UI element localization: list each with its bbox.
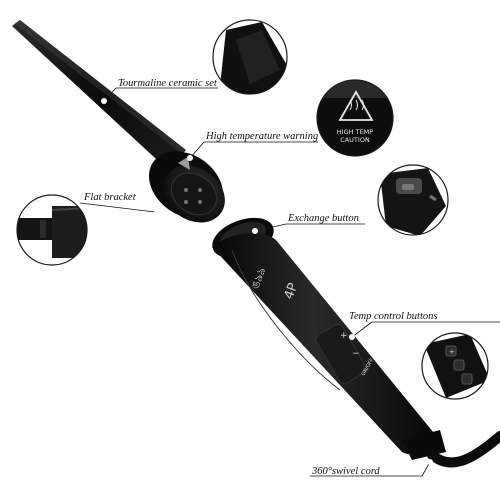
detail-circle-bracket	[16, 194, 88, 266]
label-temp-control: Temp control buttons	[349, 311, 438, 322]
warning-text-line1: HIGH TEMP	[337, 128, 373, 136]
detail-circle-exchange	[377, 164, 449, 236]
detail-circle-warning: HIGH TEMP CAUTION	[316, 79, 394, 157]
label-swivel-cord: 360°swivel cord	[312, 466, 380, 477]
flat-bracket-callout-dot	[154, 210, 160, 216]
model-label: 4P	[282, 281, 302, 301]
exchange-callout-dot	[252, 228, 258, 234]
swivel-callout-dot	[427, 459, 433, 465]
tourmaline-callout-dot	[101, 98, 107, 104]
high-temp-callout-dot	[187, 155, 193, 161]
temp-control-callout-dot	[349, 334, 355, 340]
plus-button[interactable]: +	[340, 331, 348, 341]
minus-button[interactable]: −	[352, 349, 360, 359]
curling-wand-handle: ঙ৯৯ 4P + − ON/OFF	[212, 217, 446, 460]
label-high-temp-warning: High temperature warning	[206, 131, 319, 142]
button-panel	[315, 323, 367, 385]
curling-wand-barrel	[12, 20, 186, 170]
swivel-cord	[427, 431, 500, 468]
label-tourmaline: Tourmaline ceramic set	[118, 78, 217, 89]
warning-text-line2: CAUTION	[340, 136, 370, 144]
detail-circle-barrel	[212, 19, 288, 95]
label-exchange-button: Exchange button	[288, 213, 359, 224]
label-flat-bracket: Flat bracket	[84, 192, 136, 203]
svg-text:+: +	[449, 348, 455, 356]
detail-circle-buttons: +	[421, 332, 489, 400]
barrel-base-disc	[148, 151, 225, 223]
